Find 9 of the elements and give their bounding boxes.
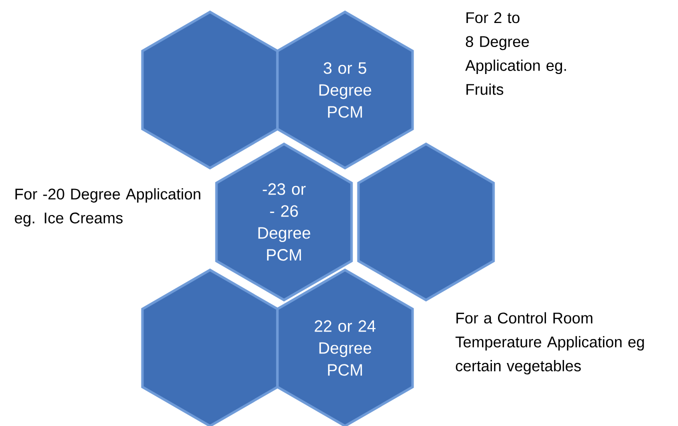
hexagon-shape [141,268,279,426]
hexagon-shape [357,142,495,302]
hexagon-box: 22 or 24 Degree PCM [276,268,414,426]
hexagon-box: 3 or 5 Degree PCM [276,10,414,170]
hexagon-shape [141,10,279,170]
side-note: For a Control Room Temperature Application eg certain vegetables [456,312,644,374]
hexagon-box: -23 or - 26 Degree PCM [215,142,353,302]
side-note: For -20 Degree Application eg. Ice Creams [14,188,200,226]
side-note: For 2 to 8 Degree Application eg. Fruits [465,12,566,95]
